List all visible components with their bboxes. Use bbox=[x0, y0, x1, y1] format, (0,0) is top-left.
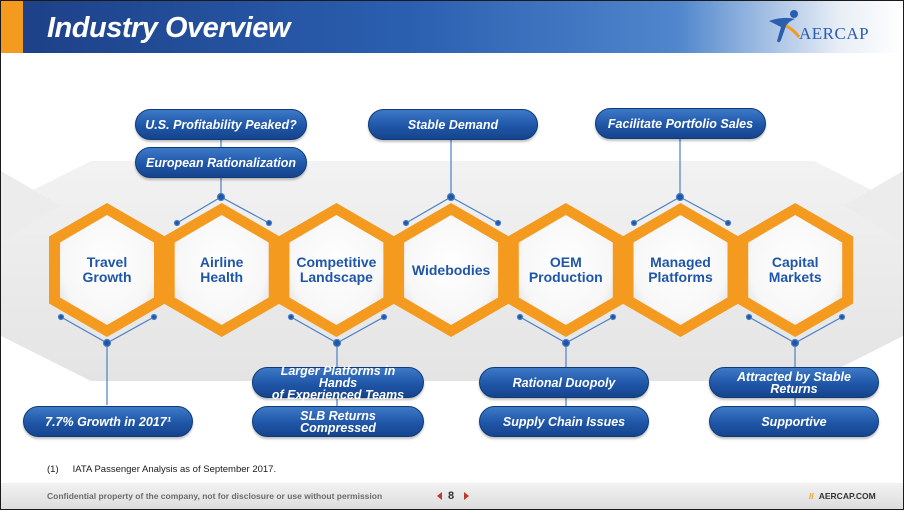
hexagon-label-line: Managed bbox=[650, 254, 711, 270]
logo-figure-icon bbox=[769, 10, 801, 43]
hexagon-label-line: Markets bbox=[768, 269, 822, 285]
attracted-line-1: Attracted by Stable bbox=[737, 369, 851, 384]
hexagon-face bbox=[60, 215, 154, 325]
header-bar bbox=[1, 1, 903, 53]
hexagon-face bbox=[518, 215, 613, 325]
footer-bar bbox=[1, 483, 903, 509]
site-text: AERCAP.COM bbox=[818, 491, 876, 501]
stable-demand-pill: Stable Demand bbox=[368, 109, 538, 140]
hexagon-label-line: Production bbox=[528, 269, 603, 285]
slb-returns-pill: SLB Returns Compressed bbox=[252, 406, 424, 437]
confidential-notice: Confidential property of the company, no… bbox=[47, 491, 383, 501]
hexagon-label-line: Landscape bbox=[299, 269, 373, 285]
footnote-text: IATA Passenger Analysis as of September … bbox=[72, 464, 277, 475]
hexagon-label-line: Health bbox=[200, 269, 244, 285]
logo-text: AERCAP bbox=[799, 24, 870, 43]
page-title: Industry Overview bbox=[47, 12, 290, 44]
hexagon-face bbox=[404, 215, 499, 325]
website-link[interactable]: // AERCAP.COM bbox=[809, 491, 876, 501]
hexagon-label-widebodies: Widebodies bbox=[401, 261, 501, 278]
hexagon-widebodies bbox=[393, 203, 510, 337]
hexagon-label-line: Widebodies bbox=[411, 261, 491, 278]
supply-chain-pill: Supply Chain Issues bbox=[479, 406, 649, 437]
previous-page-icon[interactable] bbox=[437, 492, 442, 500]
hexagon-label-line: Airline bbox=[199, 254, 244, 270]
european-rationalization-pill: European Rationalization bbox=[135, 147, 307, 178]
hexagon-oem-production bbox=[507, 203, 624, 337]
site-prefix: // bbox=[809, 491, 814, 501]
facilitate-portfolio-sales-pill: Facilitate Portfolio Sales bbox=[595, 108, 766, 139]
rational-duopoly-pill: Rational Duopoly bbox=[479, 367, 649, 398]
hexagon-travel-growth bbox=[49, 203, 165, 337]
hexagon-airline-health bbox=[163, 203, 280, 337]
page-number: 8 bbox=[448, 490, 455, 502]
hexagon-label-line: Capital bbox=[771, 254, 819, 270]
hexagon-label-line: Travel bbox=[86, 254, 128, 270]
hexagon-face bbox=[289, 215, 384, 325]
header-accent bbox=[1, 1, 23, 53]
growth-2017-pill: 7.7% Growth in 2017¹ bbox=[23, 406, 193, 437]
hexagon-label-line: OEM bbox=[549, 254, 582, 270]
hexagon-face bbox=[748, 215, 843, 325]
hexagon-label-line: Competitive bbox=[296, 254, 377, 270]
hexagon-face bbox=[174, 215, 269, 325]
supportive-pill: Supportive bbox=[709, 406, 879, 437]
hexagon-label-line: Platforms bbox=[648, 269, 713, 285]
hexagon-face bbox=[633, 215, 728, 325]
larger-platforms-line-1: Larger Platforms in Hands bbox=[280, 363, 396, 390]
larger-platforms-line-2: of Experienced Teams bbox=[271, 387, 405, 402]
hexagon-competitive-landscape bbox=[278, 203, 395, 337]
next-page-icon[interactable] bbox=[464, 492, 469, 500]
attracted-line-2: Returns bbox=[770, 381, 818, 396]
footnote-number: (1) bbox=[47, 464, 59, 475]
hexagon-capital-markets bbox=[737, 203, 854, 337]
footnote: (1) IATA Passenger Analysis as of Septemb… bbox=[47, 464, 276, 475]
aercap-logo: AERCAP bbox=[765, 7, 885, 49]
us-profitability-pill: U.S. Profitability Peaked? bbox=[135, 109, 307, 140]
hexagon-managed-platforms bbox=[622, 203, 739, 337]
hexagon-label-line: Growth bbox=[82, 269, 132, 285]
